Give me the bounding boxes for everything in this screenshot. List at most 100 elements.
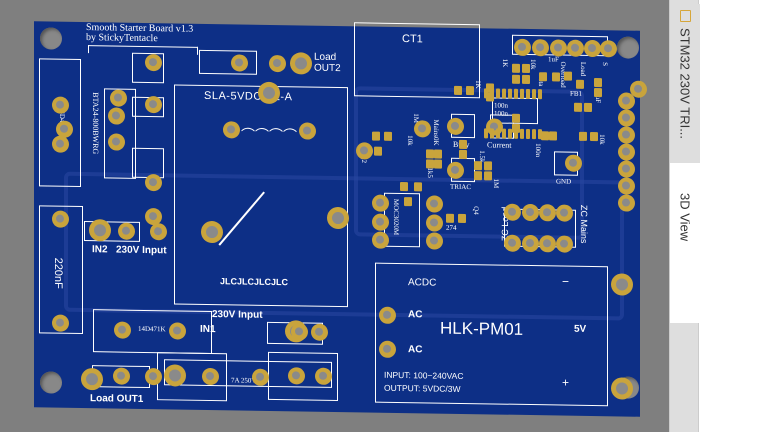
heatsink-fin bbox=[132, 147, 164, 179]
gnd-label: GND bbox=[556, 177, 572, 186]
pad bbox=[222, 120, 240, 138]
ic-pin bbox=[526, 128, 530, 140]
load-out2-label: Load OUT2 bbox=[314, 51, 341, 75]
3d-viewport[interactable]: Smooth Starter Board v1.3 by StickyTenta… bbox=[0, 0, 669, 432]
pad bbox=[164, 364, 186, 387]
optocoupler-outline bbox=[384, 192, 420, 248]
triac-label: BTA24-800BWRG bbox=[91, 92, 100, 155]
pad bbox=[310, 323, 328, 341]
load-label: Load bbox=[579, 61, 587, 77]
pad bbox=[287, 366, 305, 384]
smd-pad bbox=[434, 159, 442, 169]
pad bbox=[371, 213, 389, 231]
pad bbox=[599, 39, 617, 57]
pad bbox=[538, 203, 556, 221]
tab-label: 3D View bbox=[677, 193, 693, 242]
pad bbox=[89, 219, 111, 242]
load-out2-connector[interactable] bbox=[199, 49, 257, 75]
pad bbox=[583, 39, 601, 57]
pad bbox=[230, 53, 248, 72]
pad bbox=[109, 88, 127, 107]
pad bbox=[290, 52, 312, 75]
pad bbox=[413, 119, 431, 137]
pad bbox=[521, 234, 539, 252]
smd-pad bbox=[458, 213, 466, 224]
resistor-label: 274 bbox=[446, 223, 457, 232]
pad bbox=[51, 210, 69, 228]
pad bbox=[617, 142, 635, 161]
pad bbox=[117, 222, 135, 240]
ic-pin bbox=[496, 128, 500, 139]
pad bbox=[51, 314, 69, 332]
pad bbox=[258, 81, 280, 105]
smd-pad bbox=[459, 139, 467, 150]
pad bbox=[617, 159, 635, 178]
ic-pin bbox=[508, 88, 512, 99]
tab-3d-view[interactable]: 3D View bbox=[670, 163, 700, 323]
tab-stm32-file[interactable]: STM32 230V TRI... bbox=[670, 4, 700, 164]
pad bbox=[617, 193, 635, 212]
tab-label: STM32 230V TRI... bbox=[677, 28, 693, 140]
smd-pad bbox=[426, 149, 434, 159]
in2-label: IN2 bbox=[92, 244, 108, 256]
smd-pad bbox=[590, 131, 598, 142]
resistor-label: 1k5 bbox=[426, 167, 434, 179]
pad bbox=[371, 194, 389, 212]
pad bbox=[168, 321, 186, 340]
pad bbox=[251, 368, 269, 386]
pad bbox=[290, 322, 308, 341]
pad bbox=[425, 231, 443, 250]
smd-pad bbox=[522, 74, 530, 85]
pad bbox=[81, 367, 103, 391]
relay-brand-label: JLCJLCJLCJLC bbox=[220, 276, 289, 288]
psu-output-spec: OUTPUT: 5VDC/3W bbox=[384, 382, 461, 394]
s-label: S bbox=[601, 62, 609, 67]
pad bbox=[566, 39, 584, 57]
pad bbox=[555, 234, 573, 253]
ic-pin bbox=[484, 88, 488, 99]
pad bbox=[201, 367, 219, 385]
pad bbox=[314, 367, 332, 385]
relay-coil-icon: ⌒⌒⌒⌒ bbox=[241, 126, 297, 144]
pad bbox=[355, 141, 373, 160]
ic-pin bbox=[538, 89, 542, 100]
resistor-label: 10k bbox=[529, 59, 537, 70]
smd-pad bbox=[400, 181, 408, 192]
psu-plus-label: + bbox=[562, 375, 570, 390]
pad bbox=[425, 213, 443, 232]
pad bbox=[617, 125, 635, 144]
pad bbox=[617, 108, 635, 127]
resistor-label: 1K bbox=[501, 58, 509, 68]
capacitor-label: 220nF bbox=[52, 257, 64, 289]
pad bbox=[531, 38, 549, 56]
psu-input-spec: INPUT: 100−240VAC bbox=[384, 369, 464, 381]
in2-input-label: 230V Input bbox=[116, 244, 167, 257]
smd-pad bbox=[384, 131, 392, 141]
pad bbox=[144, 53, 162, 71]
load-out1-label: Load OUT1 bbox=[90, 393, 144, 405]
smd-pad bbox=[594, 78, 602, 88]
mounting-hole bbox=[40, 371, 62, 394]
pad bbox=[144, 367, 162, 385]
q4-label: Q4 bbox=[472, 206, 480, 215]
ic-pin bbox=[514, 88, 518, 99]
pad bbox=[107, 132, 125, 151]
ic-pin bbox=[532, 89, 536, 100]
pad bbox=[55, 120, 73, 138]
pad bbox=[112, 366, 130, 385]
resistor-label: 1M bbox=[492, 178, 500, 189]
smd-pad bbox=[459, 149, 467, 160]
zc-mains-label: ZC Mains bbox=[579, 204, 589, 244]
smd-pad bbox=[474, 171, 482, 181]
smd-pad bbox=[576, 79, 584, 89]
psu-brand: ACDC bbox=[408, 277, 437, 289]
pad bbox=[611, 377, 633, 400]
smd-pad bbox=[564, 71, 572, 81]
ic-pin bbox=[490, 88, 494, 99]
pad bbox=[378, 340, 396, 358]
pad bbox=[617, 176, 635, 195]
pad bbox=[327, 206, 349, 230]
smd-pad bbox=[574, 102, 582, 112]
optocoupler-label: MOC3020M bbox=[392, 198, 400, 236]
pad bbox=[425, 194, 443, 213]
